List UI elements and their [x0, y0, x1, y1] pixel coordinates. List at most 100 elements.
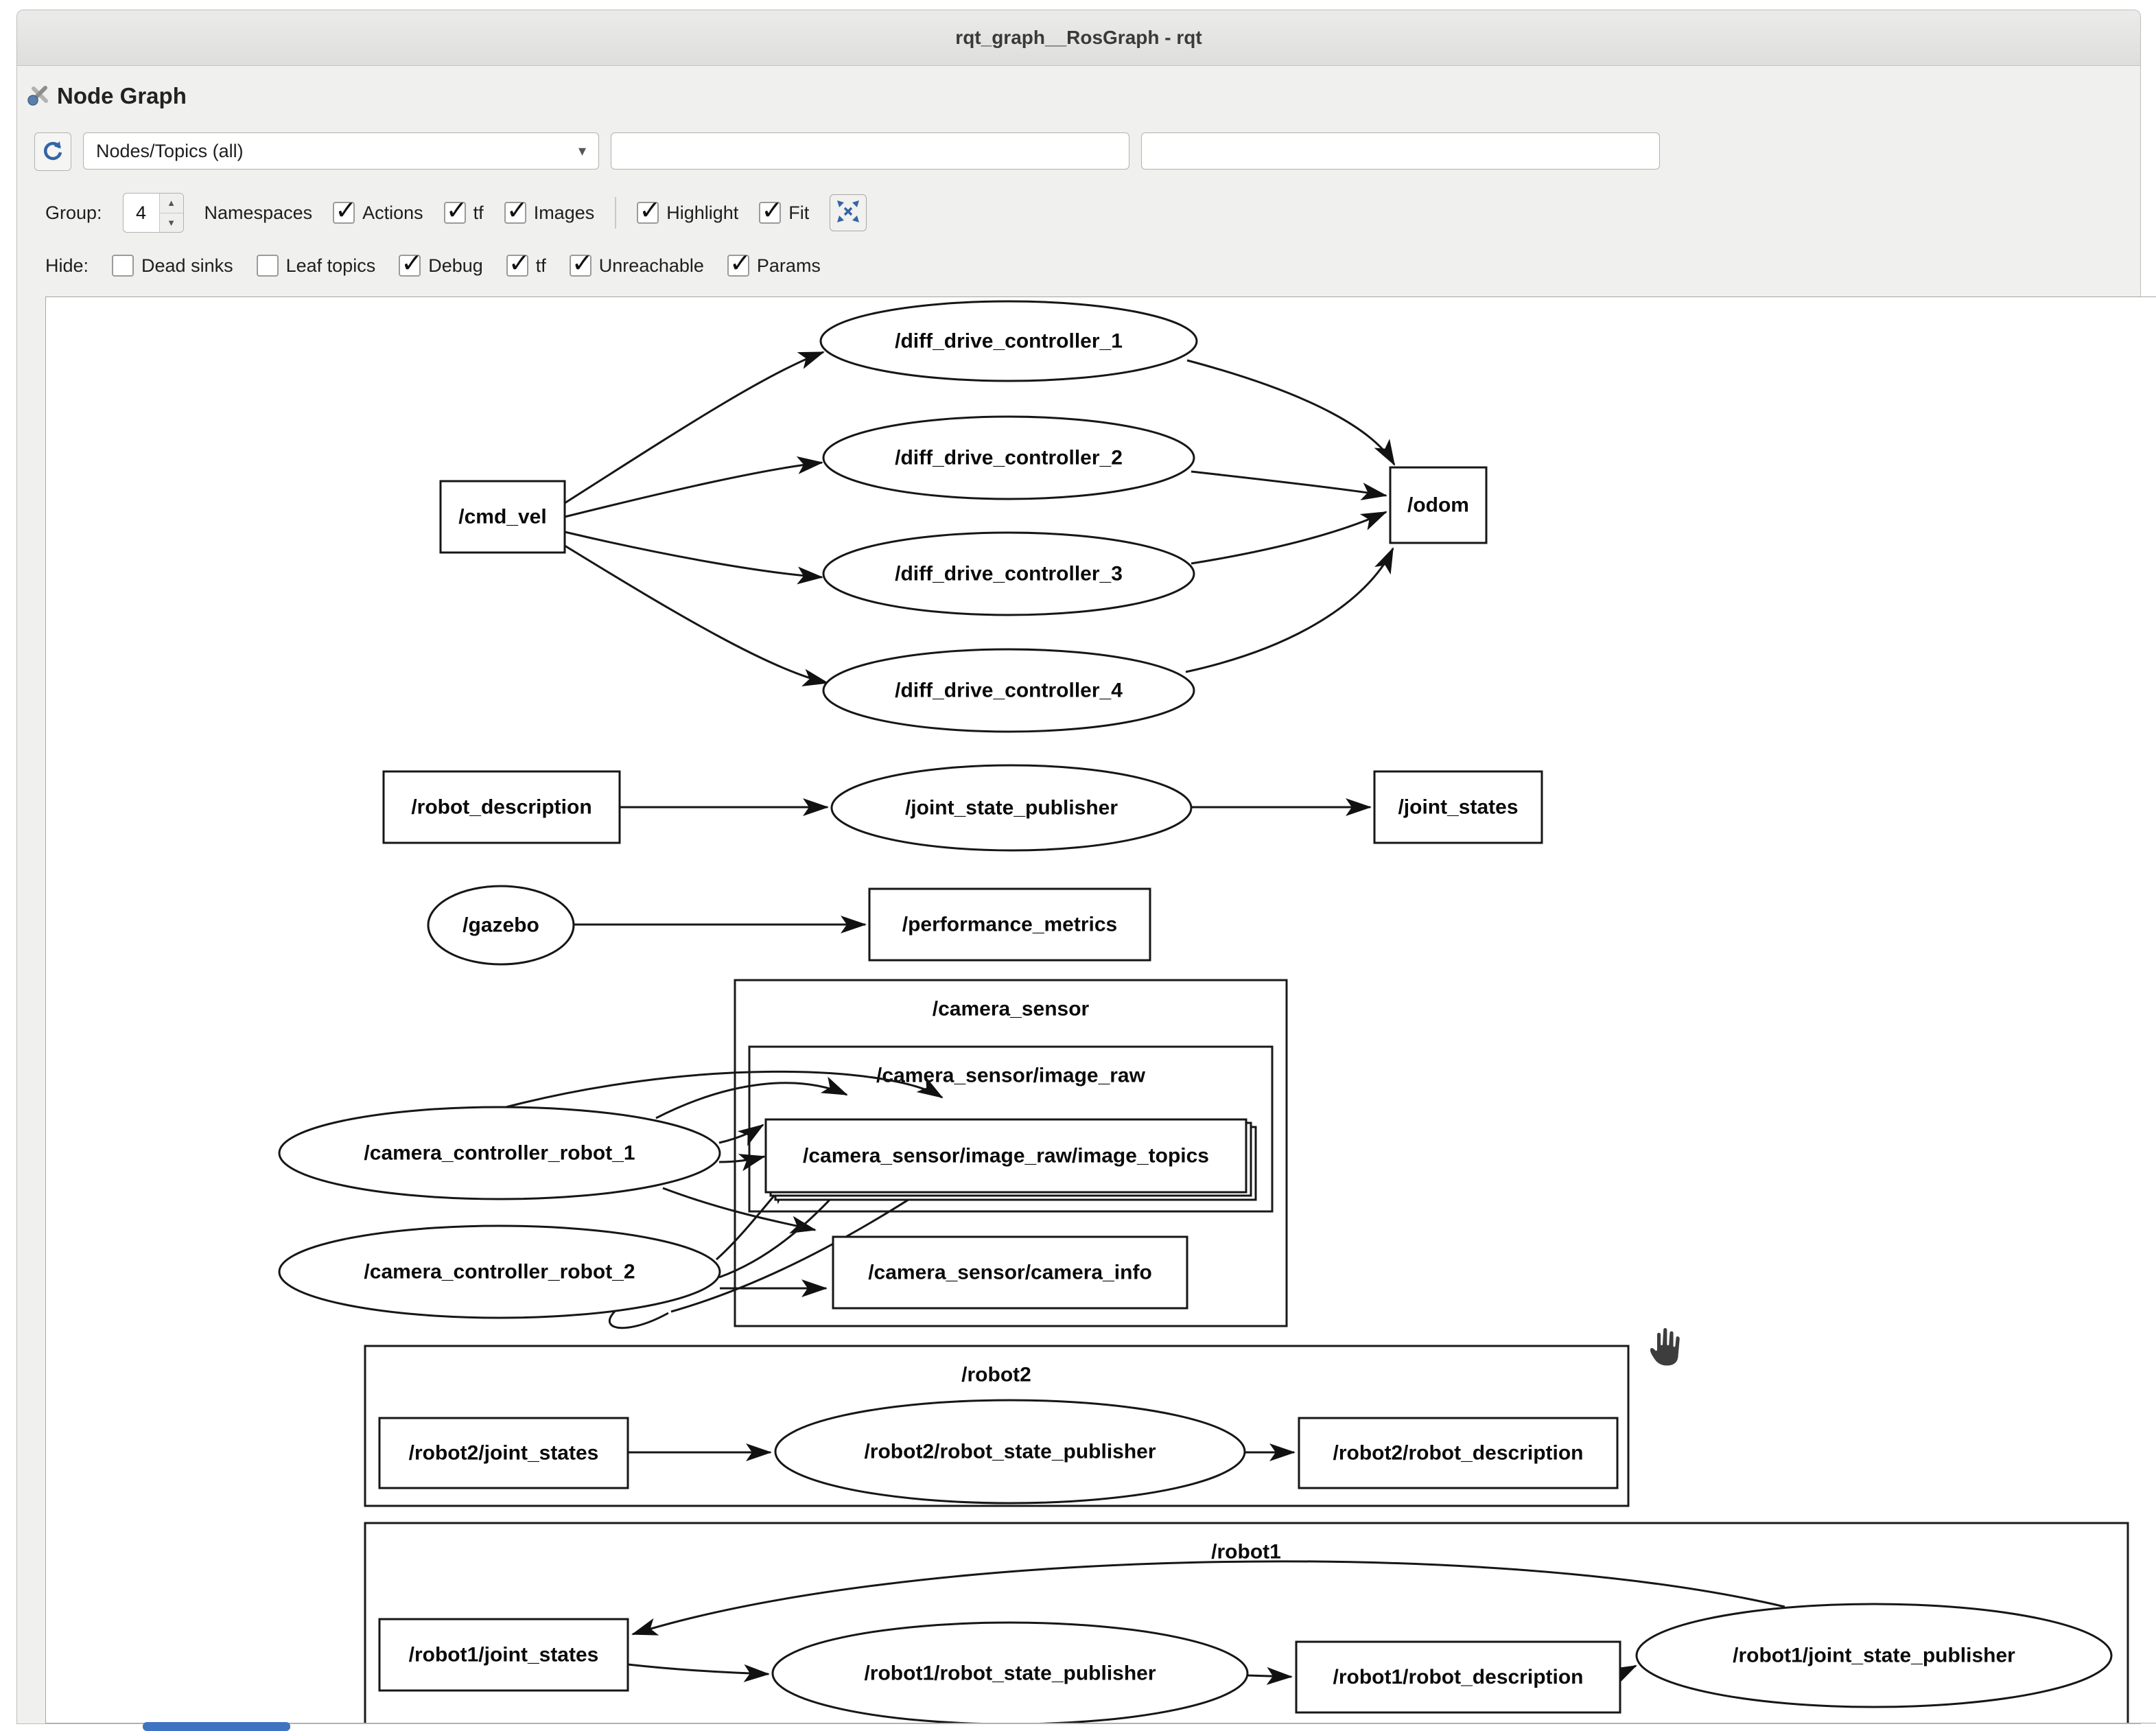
checkbox-unreachable[interactable]: Unreachable — [569, 248, 704, 279]
node-label: /joint_state_publisher — [905, 797, 1118, 820]
node-robot2-robot-state-publisher: /robot2/robot_state_publisher — [774, 1399, 1246, 1505]
toolbar-separator — [615, 197, 617, 229]
edge-robot1-joint-states-to-robot1-robot-state-publisher — [627, 1663, 770, 1682]
node-filter-input[interactable] — [611, 132, 1129, 170]
checkbox-leaf-topics[interactable]: Leaf topics — [256, 255, 376, 277]
edge-diff-drive-controller-2-to-odom — [1191, 470, 1387, 500]
checkbox-params[interactable]: Params — [727, 248, 821, 279]
node-label: /robot1/joint_states — [409, 1644, 599, 1666]
node-robot1-joint-states: /robot1/joint_states — [378, 1618, 629, 1692]
node-diff-drive-controller-1: /diff_drive_controller_1 — [819, 300, 1198, 382]
checkbox-label: Dead sinks — [141, 255, 233, 276]
node-label: /joint_states — [1398, 796, 1518, 819]
checkbox-label: Highlight — [666, 202, 739, 223]
node-joint-state-publisher: /joint_state_publisher — [830, 764, 1193, 852]
node-robot1-robot-description: /robot1/robot_description — [1295, 1640, 1621, 1714]
plugin-icon — [27, 82, 51, 110]
toolbar-row-1: Nodes/Topics (all) ▾ — [34, 132, 1660, 171]
checkbox-indicator — [112, 255, 134, 277]
node-camera-sensor-camera-info: /camera_sensor/camera_info — [832, 1235, 1188, 1310]
expand-arrows-icon — [834, 198, 862, 229]
node-label: /robot2/robot_description — [1333, 1442, 1583, 1465]
checkbox-label: Fit — [788, 202, 810, 223]
topic-filter-input[interactable] — [1141, 132, 1660, 170]
checkbox-label: Unreachable — [598, 255, 704, 276]
checkbox-actions[interactable]: Actions — [333, 195, 423, 226]
checkbox-debug[interactable]: Debug — [399, 248, 483, 279]
checkbox-indicator — [506, 248, 530, 279]
node-robot-description: /robot_description — [382, 770, 621, 844]
node-camera-sensor-image-raw-image-topics: /camera_sensor/image_raw/image_topics — [764, 1118, 1257, 1201]
edge-cmd-vel-to-diff-drive-controller-2 — [564, 456, 823, 518]
plugin-header: Node Graph — [27, 82, 187, 110]
node-label: /robot1/robot_state_publisher — [864, 1662, 1156, 1685]
plugin-title: Node Graph — [57, 82, 187, 108]
spin-buttons[interactable]: ▲ ▼ — [159, 194, 183, 232]
node-robot2-robot-description: /robot2/robot_description — [1298, 1417, 1619, 1489]
checkbox-fit[interactable]: Fit — [759, 195, 810, 226]
cluster-label: /robot2 — [961, 1364, 1031, 1386]
node-camera-controller-robot-1: /camera_controller_robot_1 — [278, 1106, 721, 1200]
cluster-label: /robot1 — [1211, 1541, 1281, 1564]
edge-robot1-robot-description-to-robot1-joint-state-publisher — [1609, 1664, 1637, 1685]
node-label: /diff_drive_controller_4 — [895, 679, 1123, 702]
checkbox-label: Params — [756, 255, 821, 276]
rqt-window: rqt_graph__RosGraph - rqt Node Graph Nod… — [16, 10, 2156, 1731]
node-label: /diff_drive_controller_2 — [895, 447, 1123, 469]
node-label: /robot1/joint_state_publisher — [1733, 1645, 2015, 1667]
edge-cmd-vel-to-diff-drive-controller-1 — [564, 351, 825, 504]
node-label: /robot2/joint_states — [409, 1442, 599, 1465]
checkbox-label: tf — [535, 255, 546, 276]
node-joint-states: /joint_states — [1373, 770, 1543, 844]
spin-down-icon[interactable]: ▼ — [159, 213, 183, 232]
cluster-label: /camera_sensor/image_raw — [876, 1065, 1146, 1087]
graph-canvas[interactable]: /camera_sensor/camera_sensor/image_raw/r… — [45, 297, 2156, 1723]
group-label: Group: — [45, 202, 102, 223]
node-robot1-joint-state-publisher: /robot1/joint_state_publisher — [1635, 1603, 2113, 1708]
graph-type-dropdown[interactable]: Nodes/Topics (all) ▾ — [83, 132, 599, 170]
checkbox-highlight[interactable]: Highlight — [637, 195, 739, 226]
horizontal-scrollbar-thumb[interactable] — [143, 1722, 290, 1731]
checkbox-label: Actions — [362, 202, 423, 223]
node-label: /camera_controller_robot_2 — [364, 1261, 635, 1283]
checkbox-indicator — [569, 248, 594, 279]
spin-up-icon[interactable]: ▲ — [159, 194, 183, 213]
node-label: /robot1/robot_description — [1333, 1666, 1583, 1688]
refresh-button[interactable] — [34, 132, 71, 171]
edge-diff-drive-controller-1-to-odom — [1186, 359, 1396, 466]
group-spinbox[interactable]: 4 ▲ ▼ — [122, 193, 184, 233]
checkbox-images[interactable]: Images — [504, 195, 594, 226]
checkbox-indicator — [504, 195, 528, 226]
node-odom: /odom — [1389, 466, 1488, 544]
node-label: /camera_controller_robot_1 — [364, 1142, 635, 1165]
node-label: /diff_drive_controller_3 — [895, 563, 1123, 585]
node-label: /robot_description — [411, 796, 591, 819]
checkbox-tf[interactable]: tf — [443, 195, 484, 226]
checkbox-label: Leaf topics — [285, 255, 376, 276]
checkbox-indicator — [333, 195, 357, 226]
node-label: /camera_sensor/camera_info — [868, 1262, 1152, 1284]
fit-in-view-button[interactable] — [830, 194, 867, 231]
node-label: /camera_sensor/image_raw/image_topics — [803, 1145, 1209, 1167]
toolbar-row-2: Group: 4 ▲ ▼ Namespaces ActionstfImages … — [45, 192, 867, 233]
node-cmd-vel: /cmd_vel — [439, 480, 566, 554]
edge-camera-controller-robot-1-to-camera-sensor-image-raw-image-topics — [655, 1076, 848, 1119]
checkbox-indicator — [727, 248, 751, 279]
node-label: /gazebo — [462, 914, 539, 937]
node-label: /diff_drive_controller_1 — [895, 330, 1123, 353]
checkbox-tf[interactable]: tf — [506, 248, 546, 279]
checkbox-dead-sinks[interactable]: Dead sinks — [112, 255, 233, 277]
cluster-label: /camera_sensor — [933, 998, 1090, 1021]
node-diff-drive-controller-4: /diff_drive_controller_4 — [822, 648, 1195, 733]
window-titlebar[interactable]: rqt_graph__RosGraph - rqt — [17, 10, 2140, 66]
node-label: /odom — [1407, 494, 1469, 517]
node-camera-controller-robot-2: /camera_controller_robot_2 — [278, 1224, 721, 1319]
edge-diff-drive-controller-4-to-odom — [1185, 547, 1394, 673]
chevron-down-icon: ▾ — [578, 142, 586, 159]
checkbox-indicator — [443, 195, 468, 226]
checkbox-indicator — [637, 195, 661, 226]
node-robot2-joint-states: /robot2/joint_states — [378, 1417, 629, 1489]
edge-robot1-robot-state-publisher-to-robot1-robot-description — [1247, 1666, 1293, 1685]
refresh-icon — [40, 137, 66, 167]
